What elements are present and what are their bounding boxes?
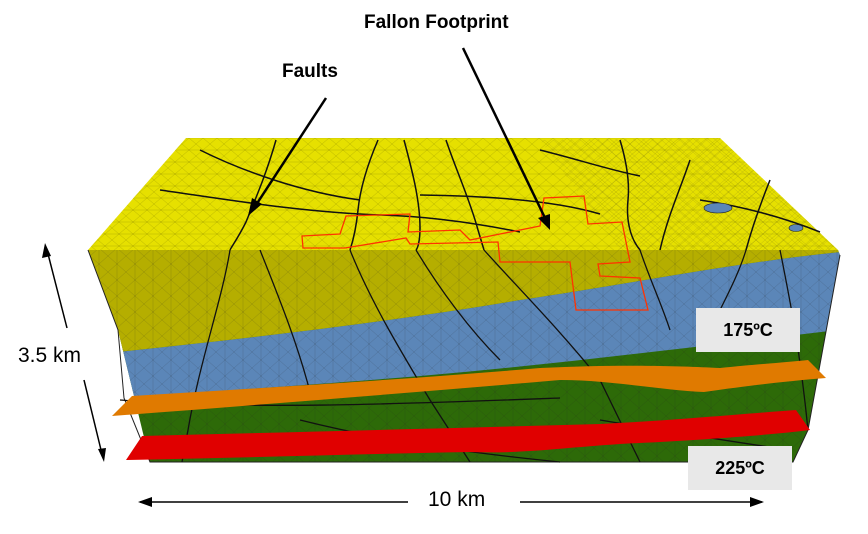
faults-label: Faults	[282, 61, 338, 82]
surface-patches	[703, 202, 804, 232]
temperature-225-label: 225ºC	[688, 446, 792, 490]
fallon-footprint-outline	[301, 195, 649, 311]
isotherm-175-surface	[112, 360, 826, 416]
fallon-footprint-label: Fallon Footprint	[364, 12, 509, 33]
depth-dimension-arrow	[42, 243, 106, 462]
isotherm-225-surface	[126, 410, 810, 460]
width-label: 10 km	[428, 488, 486, 511]
width-dimension-arrow	[138, 497, 764, 507]
depth-label: 3.5 km	[18, 344, 82, 367]
fallon-footprint-arrow	[461, 47, 550, 230]
temperature-175-label: 175ºC	[696, 308, 800, 352]
faults-arrow	[248, 97, 328, 216]
